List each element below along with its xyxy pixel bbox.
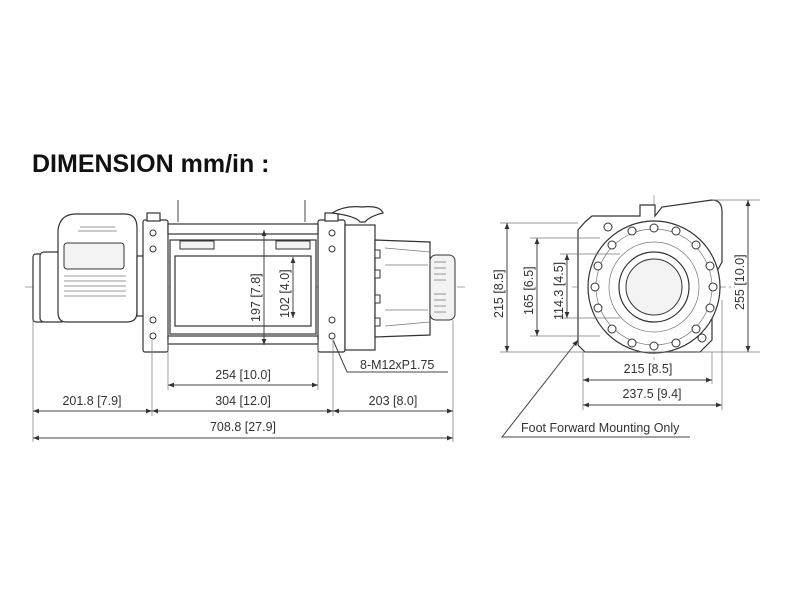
- dim-frame-width: 304 [12.0]: [215, 394, 271, 408]
- mounting-note: Foot Forward Mounting Only: [521, 421, 680, 435]
- side-view: 197 [7.8] 102 [4.0] 8-M12xP1.75 254 [10.…: [25, 200, 465, 442]
- end-view: 215 [8.5] 165 [6.5] 114.3 [4.5] 255 [10.…: [492, 195, 760, 438]
- bolt-spec: 8-M12xP1.75: [360, 358, 434, 372]
- gearbox: [330, 206, 456, 351]
- bolt-leader: [332, 339, 448, 373]
- dim-overall-height: 255 [10.0]: [733, 254, 747, 310]
- dim-overall-width: 237.5 [9.4]: [622, 387, 681, 401]
- frame: [142, 200, 346, 353]
- dim-overall-length: 708.8 [27.9]: [210, 420, 276, 434]
- dim-height-215: 215 [8.5]: [492, 269, 506, 318]
- mounting-leader: [500, 339, 690, 438]
- extension-lines: [32, 320, 454, 442]
- dim-height-165: 165 [6.5]: [522, 266, 536, 315]
- dim-drum-flange-height: 197 [7.8]: [249, 273, 263, 322]
- dim-drum-length: 254 [10.0]: [215, 368, 271, 382]
- dim-width-215: 215 [8.5]: [624, 362, 673, 376]
- end-extension-lines: [500, 199, 760, 410]
- page-title: DIMENSION mm/in :: [32, 150, 270, 178]
- dim-gearbox-length: 203 [8.0]: [369, 394, 418, 408]
- dim-height-114: 114.3 [4.5]: [552, 262, 566, 320]
- drum: [169, 239, 317, 335]
- dim-drum-diameter: 102 [4.0]: [278, 269, 292, 318]
- motor: [32, 213, 146, 323]
- dim-motor-length: 201.8 [7.9]: [62, 394, 121, 408]
